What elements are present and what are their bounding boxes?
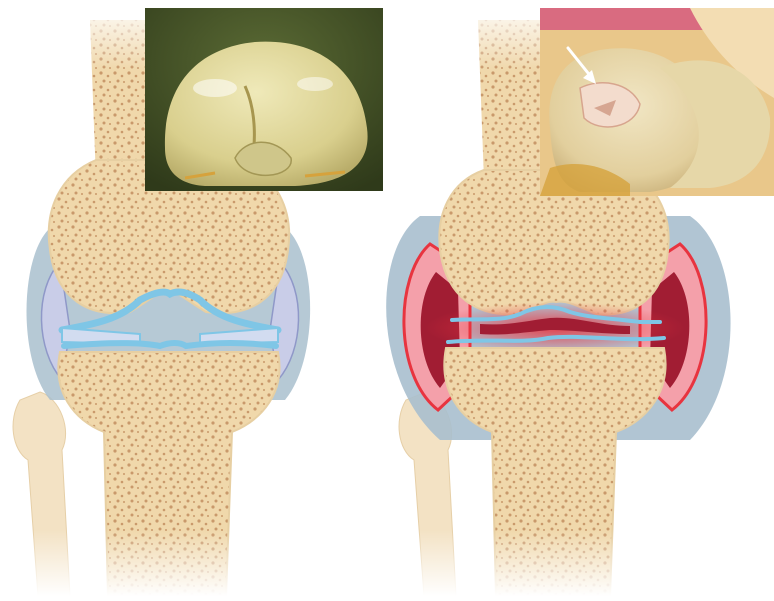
healthy-tibial-cartilage [64,343,276,346]
healthy-cartilage-photo [145,8,383,191]
arthritic-cartilage-photo [540,8,774,196]
